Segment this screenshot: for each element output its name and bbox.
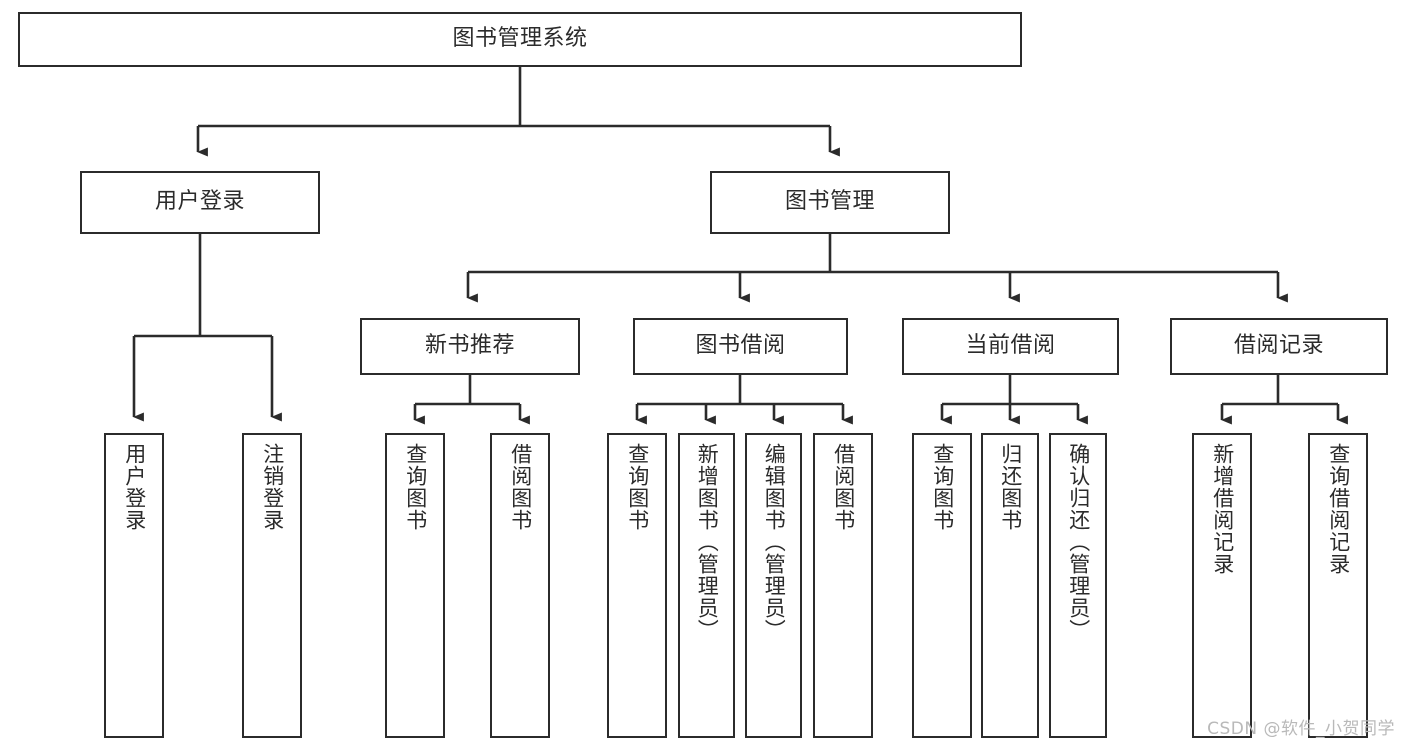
- node-leaf-return-book[interactable]: 归还图书: [981, 433, 1039, 738]
- node-leaf-add-book-admin[interactable]: 新增图书（管理员）: [678, 433, 735, 738]
- node-leaf-query-book-borrow[interactable]: 查询图书: [607, 433, 667, 738]
- node-label: 注销登录: [260, 443, 285, 531]
- node-label: 查询图书: [403, 443, 428, 531]
- csdn-watermark: CSDN @软件_小贺同学: [1207, 719, 1395, 739]
- node-leaf-add-borrow-record[interactable]: 新增借阅记录: [1192, 433, 1252, 738]
- node-user-login[interactable]: 用户登录: [80, 171, 320, 234]
- node-label: 图书管理系统: [452, 26, 588, 52]
- node-label: 查询图书: [930, 443, 955, 531]
- node-leaf-user-login[interactable]: 用户登录: [104, 433, 164, 738]
- node-root-book-management-system[interactable]: 图书管理系统: [18, 12, 1022, 67]
- node-leaf-confirm-return-admin[interactable]: 确认归还（管理员）: [1049, 433, 1107, 738]
- node-leaf-borrow-book-recommend[interactable]: 借阅图书: [490, 433, 550, 738]
- node-label: 借阅记录: [1233, 333, 1324, 359]
- node-new-book-recommendation[interactable]: 新书推荐: [360, 318, 580, 375]
- node-label: 用户登录: [122, 443, 147, 531]
- node-leaf-query-book-current[interactable]: 查询图书: [912, 433, 972, 738]
- node-label: 图书借阅: [695, 333, 786, 359]
- node-label: 新增借阅记录: [1210, 443, 1235, 575]
- node-label: 新书推荐: [424, 333, 515, 359]
- node-label: 借阅图书: [508, 443, 533, 531]
- node-book-borrowing[interactable]: 图书借阅: [633, 318, 848, 375]
- node-leaf-borrow-book[interactable]: 借阅图书: [813, 433, 873, 738]
- node-leaf-query-borrow-record[interactable]: 查询借阅记录: [1308, 433, 1368, 738]
- node-leaf-edit-book-admin[interactable]: 编辑图书（管理员）: [745, 433, 802, 738]
- node-label: 图书管理: [784, 189, 875, 215]
- node-label: 借阅图书: [831, 443, 856, 531]
- node-current-borrowing[interactable]: 当前借阅: [902, 318, 1119, 375]
- node-label: 查询图书: [625, 443, 650, 531]
- node-label: 查询借阅记录: [1326, 443, 1351, 575]
- node-label: 编辑图书（管理员）: [762, 443, 787, 641]
- node-leaf-query-book-recommend[interactable]: 查询图书: [385, 433, 445, 738]
- node-book-management[interactable]: 图书管理: [710, 171, 950, 234]
- node-label: 当前借阅: [965, 333, 1056, 359]
- node-borrowing-record[interactable]: 借阅记录: [1170, 318, 1388, 375]
- node-leaf-logout[interactable]: 注销登录: [242, 433, 302, 738]
- node-label: 归还图书: [998, 443, 1023, 531]
- node-label: 确认归还（管理员）: [1066, 443, 1091, 641]
- node-label: 用户登录: [154, 189, 245, 215]
- node-label: 新增图书（管理员）: [695, 443, 720, 641]
